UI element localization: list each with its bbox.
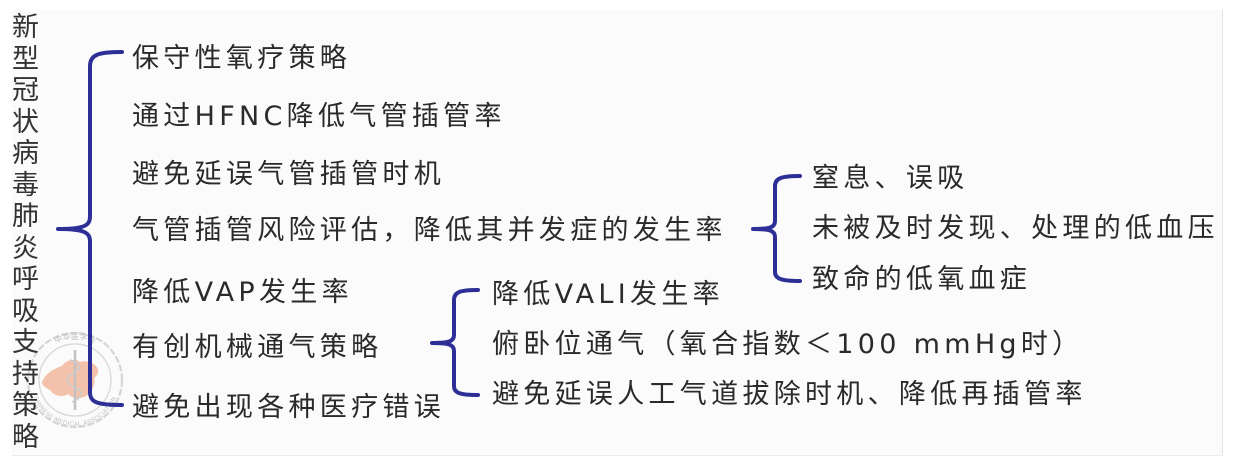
risk-item-asphyxia: 窒息、误吸 (812, 163, 969, 194)
risk-item-hypotension: 未被及时发现、处理的低血压 (812, 213, 1219, 244)
risk-item-hypoxemia: 致命的低氧血症 (812, 264, 1032, 295)
main-item-conservative-oxygen: 保守性氧疗策略 (132, 43, 352, 74)
diagram-title-vertical: 新型冠状病毒肺炎呼吸支持策略 (12, 12, 39, 453)
main-item-medical-errors: 避免出现各种医疗错误 (132, 392, 445, 423)
figure-panel (12, 10, 1223, 456)
main-item-invasive-ventilation: 有创机械通气策略 (132, 332, 383, 363)
main-item-intubation-risk: 气管插管风险评估，降低其并发症的发生率 (132, 215, 727, 246)
ventilation-item-prone: 俯卧位通气（氧合指数＜100 mmHg时） (492, 329, 1084, 360)
main-item-vap: 降低VAP发生率 (132, 277, 353, 308)
ventilation-item-extubation: 避免延误人工气道拔除时机、降低再插管率 (492, 379, 1087, 410)
main-item-intubation-timing: 避免延误气管插管时机 (132, 159, 445, 190)
ventilation-item-vali: 降低VALI发生率 (492, 279, 724, 310)
main-item-hfnc: 通过HFNC降低气管插管率 (132, 101, 506, 132)
